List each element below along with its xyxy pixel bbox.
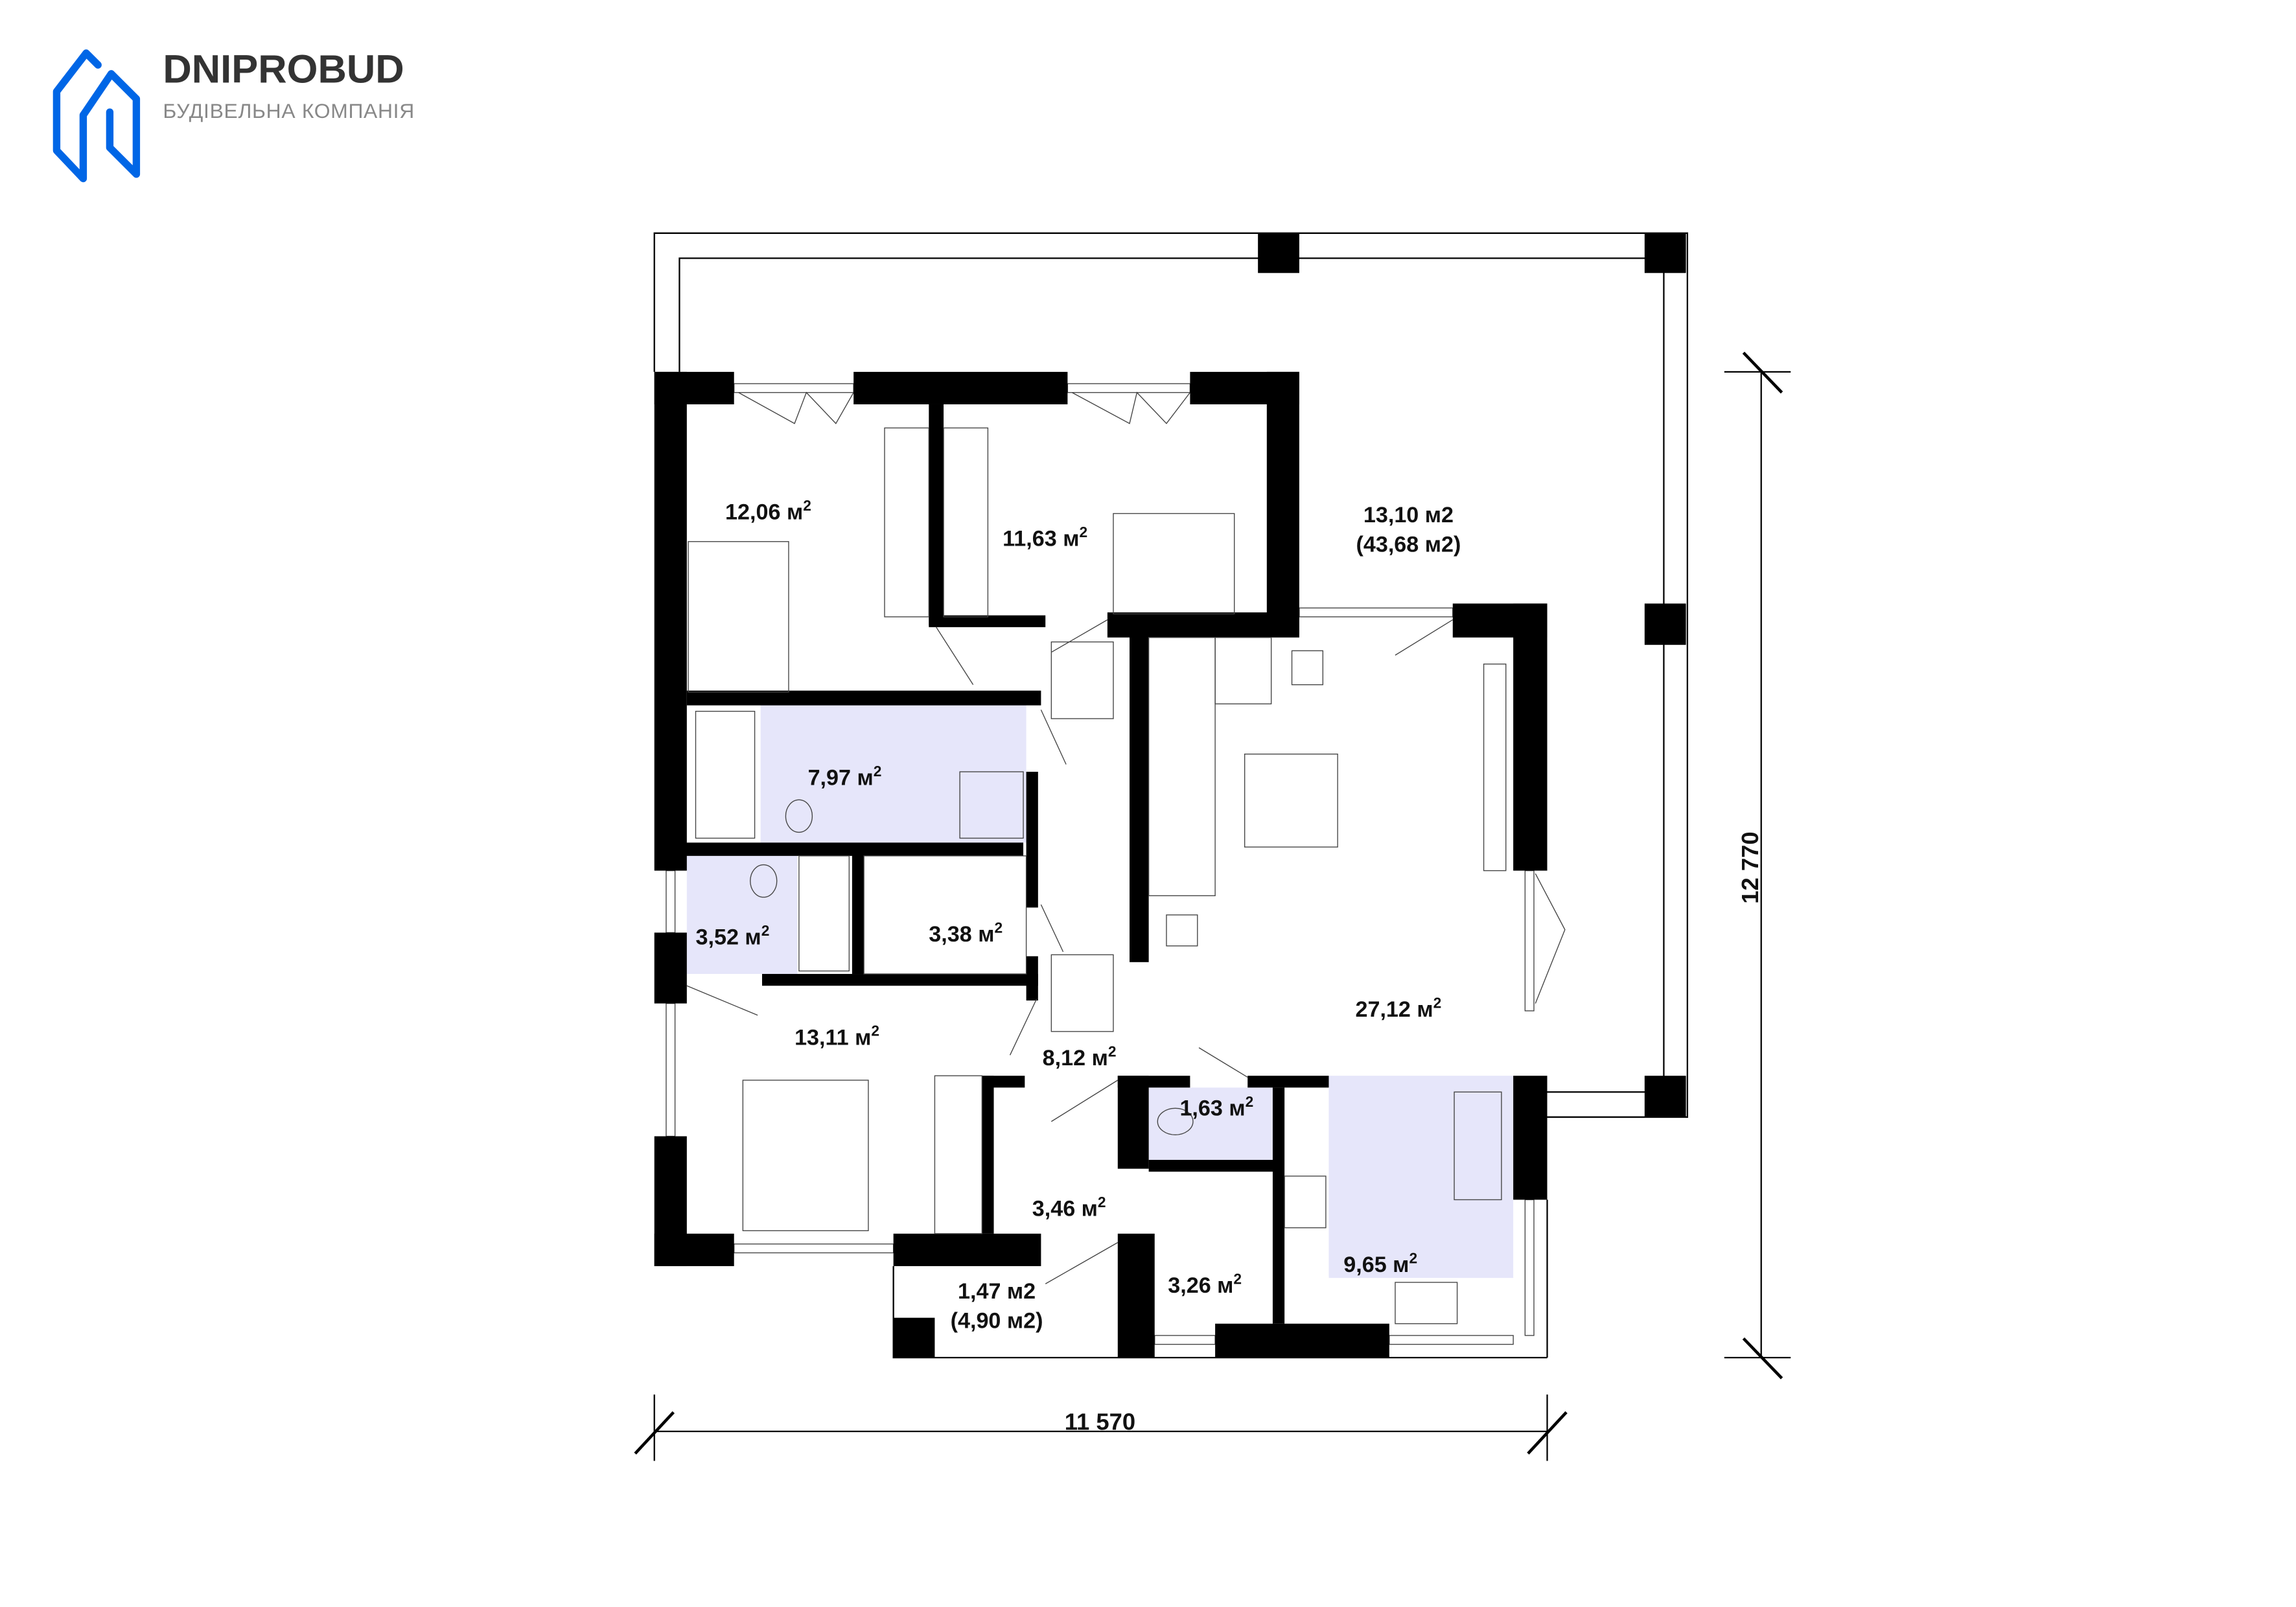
bed: [688, 541, 789, 693]
room-labels: 12,06 м2 11,63 м2 7,97 м2 3,52 м2 3,38 м…: [696, 497, 1461, 1334]
sofa: [1148, 637, 1216, 897]
shower: [959, 771, 1024, 839]
shower: [798, 855, 850, 972]
logo-subtitle: БУДІВЕЛЬНА КОМПАНІЯ: [163, 99, 415, 122]
column: [893, 1317, 935, 1358]
bed: [742, 1080, 869, 1231]
terrace-area: 13,10 м2: [1363, 503, 1454, 527]
bathtub: [695, 710, 756, 839]
height-dimension: 12 770: [1737, 831, 1763, 903]
wet-zones: [686, 705, 1514, 1278]
room-label: 1,63 м2: [1179, 1093, 1253, 1121]
room-label: 3,38 м2: [929, 919, 1003, 947]
logo-name: DNIPROBUD: [163, 47, 404, 92]
sink: [1395, 1282, 1458, 1324]
room-label: 9,65 м2: [1343, 1249, 1417, 1277]
logo: DNIPROBUD БУДІВЕЛЬНА КОМПАНІЯ: [52, 47, 415, 183]
dining-table: [1454, 1091, 1502, 1201]
column: [1644, 603, 1686, 645]
sofa: [1214, 637, 1272, 704]
toilet: [1157, 1107, 1194, 1135]
wardrobe: [943, 427, 989, 618]
tv-unit: [1483, 664, 1507, 872]
width-dimension: 11 570: [1065, 1409, 1135, 1435]
room-label: 8,12 м2: [1043, 1043, 1117, 1071]
room-label: 7,97 м2: [808, 763, 882, 791]
terrace-frame: [653, 232, 1688, 1359]
room-label: 27,12 м2: [1355, 994, 1441, 1022]
house-logo-icon: [52, 49, 141, 183]
walls: [654, 371, 1548, 1358]
wardrobe: [934, 1075, 982, 1234]
toilet: [785, 799, 813, 833]
stove: [1284, 1175, 1327, 1229]
porch-total: (4,90 м2): [951, 1309, 1043, 1334]
dimension-lines: 11 570 12 770: [634, 351, 1791, 1461]
wardrobe: [884, 427, 930, 618]
bed: [1113, 513, 1235, 615]
coffee-table: [1244, 754, 1338, 848]
room-label: 11,63 м2: [1003, 524, 1087, 551]
terrace-total: (43,68 м2): [1356, 533, 1461, 557]
toilet: [750, 864, 778, 898]
wardrobe: [863, 855, 1027, 975]
porch-area: 1,47 м2: [958, 1279, 1036, 1304]
room-label: 3,46 м2: [1032, 1194, 1106, 1221]
doors: [686, 619, 1454, 1284]
column: [1258, 233, 1299, 273]
room-label: 3,26 м2: [1168, 1270, 1242, 1298]
room-label: 12,06 м2: [725, 497, 811, 525]
room-label: 3,52 м2: [696, 922, 770, 950]
furniture: [688, 427, 1507, 1324]
room-label: 13,11 м2: [794, 1023, 879, 1050]
column: [1644, 1076, 1686, 1117]
column: [1644, 233, 1686, 273]
